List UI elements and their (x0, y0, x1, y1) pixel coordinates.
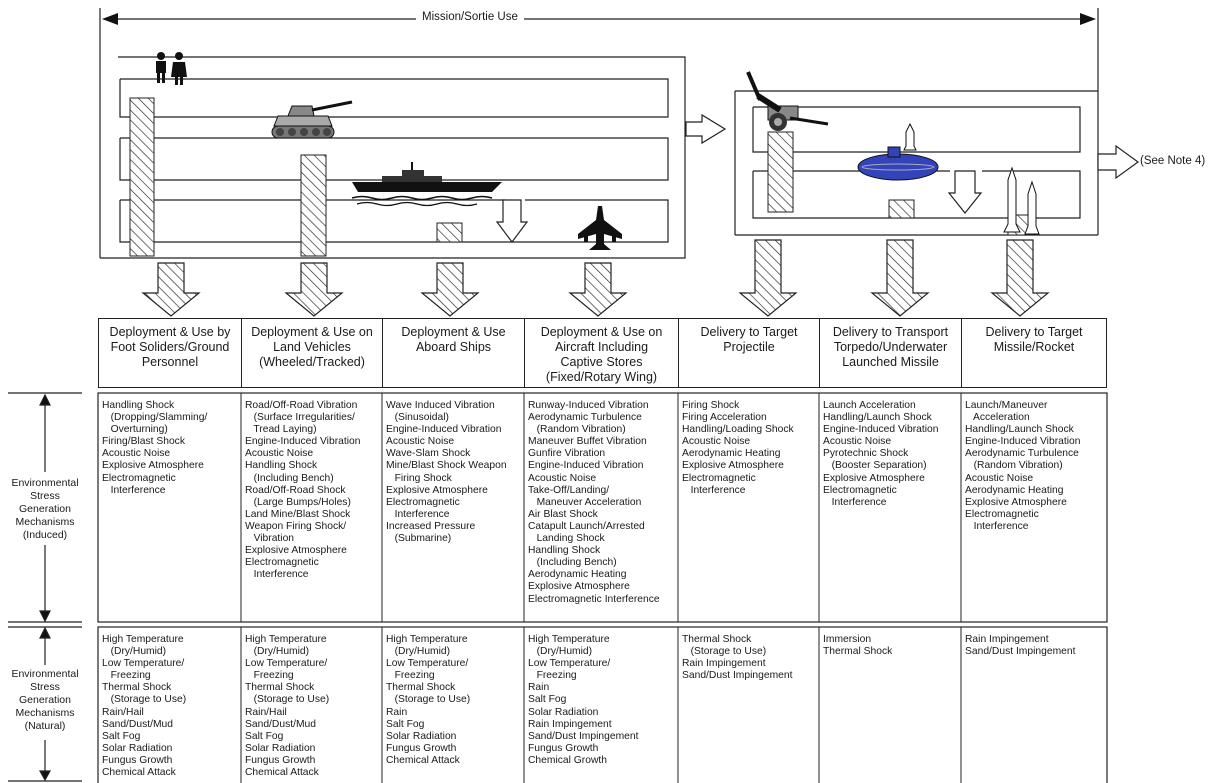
soldiers-icon (156, 52, 187, 85)
missile-small-icon (903, 122, 917, 151)
induced-cell-land-vehicles: Road/Off-Road Vibration (Surface Irregul… (245, 400, 361, 581)
category-torpedo: Delivery to Transport Torpedo/Underwater… (819, 318, 962, 388)
row-label-induced: Environmental Stress Generation Mechanis… (11, 477, 79, 541)
natural-cell-torpedo: Immersion Thermal Shock (823, 634, 893, 658)
induced-cell-foot-soldiers: Handling Shock (Dropping/Slamming/ Overt… (102, 400, 208, 496)
natural-cell-aircraft: High Temperature (Dry/Humid) Low Tempera… (528, 634, 639, 766)
torpedo-icon (857, 146, 939, 181)
hatched-down-arrow (738, 239, 798, 317)
row-arrows (8, 392, 82, 782)
down-arrow-left (495, 199, 529, 243)
missile-rockets-icon (1003, 166, 1040, 235)
category-foot-soldiers: Deployment & Use by Foot Soliders/Ground… (98, 318, 242, 388)
connector-arrow-mid (685, 113, 727, 145)
hatched-down-arrow (870, 239, 930, 317)
big-down-arrows (141, 239, 1050, 317)
hatched-down-arrow (420, 262, 480, 317)
connector-arrow-note (1097, 144, 1140, 180)
table-frames (97, 392, 1108, 783)
ship-icon (351, 162, 502, 207)
mission-arrow (99, 8, 1099, 258)
natural-cell-projectile: Thermal Shock (Storage to Use) Rain Impi… (682, 634, 793, 682)
induced-cell-aircraft: Runway-Induced Vibration Aerodynamic Tur… (528, 400, 660, 605)
hatched-bars (129, 97, 1034, 257)
natural-cell-ships: High Temperature (Dry/Humid) Low Tempera… (386, 634, 471, 766)
induced-cell-projectile: Firing Shock Firing Acceleration Handlin… (682, 400, 794, 496)
right-lane-group (734, 90, 1099, 236)
induced-cell-torpedo: Launch Acceleration Handling/Launch Shoc… (823, 400, 939, 508)
category-land-vehicles: Deployment & Use on Land Vehicles (Wheel… (241, 318, 383, 388)
row-label-natural: Environmental Stress Generation Mechanis… (11, 668, 79, 732)
mission-sortie-label: Mission/Sortie Use (416, 11, 524, 23)
tank-icon (271, 100, 353, 139)
category-aircraft: Deployment & Use on Aircraft Including C… (524, 318, 679, 388)
category-projectile: Delivery to Target Projectile (678, 318, 820, 388)
natural-cell-missile-rocket: Rain Impingement Sand/Dust Impingement (965, 634, 1076, 658)
category-ships: Deployment & Use Aboard Ships (382, 318, 525, 388)
hatched-down-arrow (141, 262, 201, 317)
category-missile-rocket: Delivery to Target Missile/Rocket (961, 318, 1107, 388)
aircraft-icon (578, 206, 622, 250)
artillery-icon (746, 71, 829, 131)
induced-cell-missile-rocket: Launch/Maneuver Acceleration Handling/La… (965, 400, 1081, 532)
natural-cell-foot-soldiers: High Temperature (Dry/Humid) Low Tempera… (102, 634, 187, 779)
hatched-down-arrow (990, 239, 1050, 317)
hatched-down-arrow (568, 262, 628, 317)
natural-cell-land-vehicles: High Temperature (Dry/Humid) Low Tempera… (245, 634, 330, 779)
induced-cell-ships: Wave Induced Vibration (Sinusoidal) Engi… (386, 400, 507, 545)
hatched-down-arrow (284, 262, 344, 317)
down-arrow-right (947, 170, 983, 214)
see-note-label: (See Note 4) (1140, 155, 1206, 167)
table-column-lines (240, 393, 962, 783)
